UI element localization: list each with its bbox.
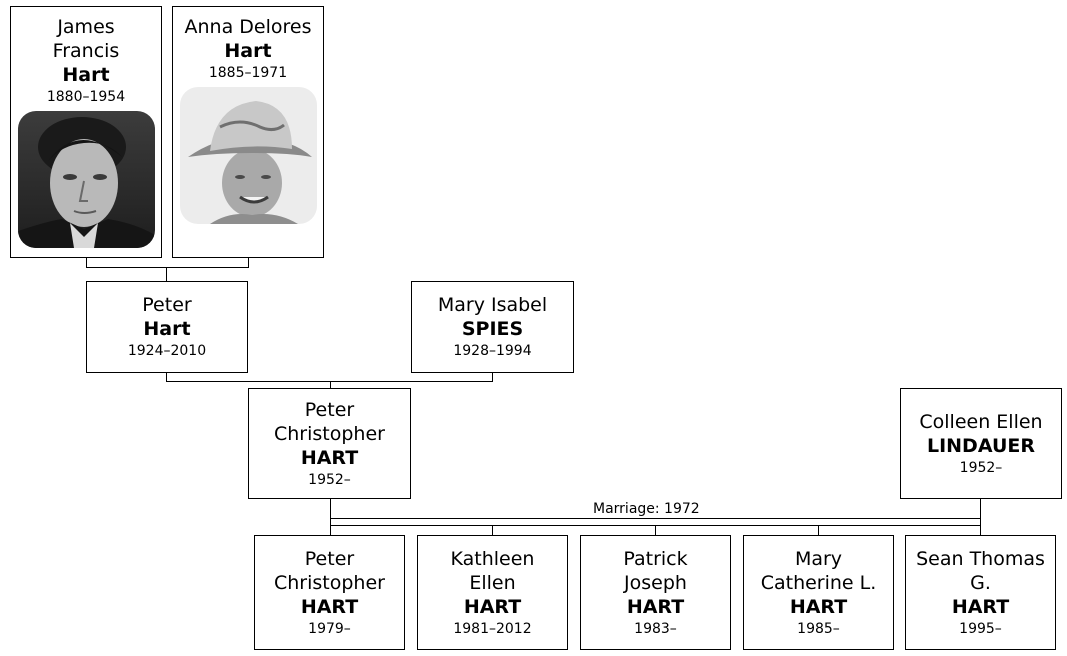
connector xyxy=(980,518,981,536)
given-name: Mary Catherine L. xyxy=(760,547,877,594)
surname: LINDAUER xyxy=(926,434,1035,457)
surname: SPIES xyxy=(461,318,524,340)
life-dates: 1985– xyxy=(797,620,840,637)
marriage-line xyxy=(330,518,981,519)
connector xyxy=(655,525,656,536)
life-dates: 1924–2010 xyxy=(127,343,207,359)
person-box-anna-delores-hart: Anna Delores Hart 1885–1971 xyxy=(172,6,324,258)
portrait-woman-hat-icon xyxy=(179,87,317,224)
connector xyxy=(86,267,249,268)
connector xyxy=(166,381,493,382)
surname: HART xyxy=(951,595,1010,618)
person-box-child-peter-christopher: Peter Christopher HART 1979– xyxy=(254,535,405,650)
person-box-mary-isabel-spies: Mary Isabel SPIES 1928–1994 xyxy=(411,281,574,373)
connector xyxy=(980,499,981,518)
connector xyxy=(330,518,331,536)
surname: HART xyxy=(300,446,359,469)
life-dates: 1885–1971 xyxy=(208,65,288,81)
life-dates: 1995– xyxy=(959,620,1002,637)
connector xyxy=(492,373,493,381)
connector xyxy=(818,525,819,536)
person-box-child-sean-thomas: Sean Thomas G. HART 1995– xyxy=(905,535,1056,650)
given-name: Peter xyxy=(142,294,192,316)
connector xyxy=(86,258,87,267)
given-name: Kathleen Ellen xyxy=(450,547,535,594)
given-name: Mary Isabel xyxy=(437,294,548,316)
given-name: James Francis xyxy=(52,16,120,62)
surname: HART xyxy=(300,595,359,618)
person-box-peter-christopher-hart: Peter Christopher HART 1952– xyxy=(248,388,411,499)
person-box-james-francis-hart: James Francis Hart 1880–1954 xyxy=(10,6,162,258)
life-dates: 1981–2012 xyxy=(453,620,532,637)
surname: Hart xyxy=(62,64,110,86)
connector xyxy=(330,381,331,389)
surname: Hart xyxy=(224,40,272,62)
connector xyxy=(492,525,493,536)
surname: HART xyxy=(626,595,685,618)
life-dates: 1952– xyxy=(308,471,351,488)
given-name: Patrick Joseph xyxy=(623,547,688,594)
life-dates: 1952– xyxy=(959,459,1003,476)
person-box-colleen-ellen-lindauer: Colleen Ellen LINDAUER 1952– xyxy=(900,388,1062,499)
life-dates: 1979– xyxy=(308,620,351,637)
given-name: Anna Delores xyxy=(184,16,312,38)
person-box-child-kathleen-ellen: Kathleen Ellen HART 1981–2012 xyxy=(417,535,568,650)
person-box-child-mary-catherine: Mary Catherine L. HART 1985– xyxy=(743,535,894,650)
given-name: Peter Christopher xyxy=(274,398,385,445)
given-name: Sean Thomas G. xyxy=(916,547,1045,594)
surname: HART xyxy=(789,595,848,618)
portrait-man-icon xyxy=(17,111,155,248)
given-name: Peter Christopher xyxy=(274,547,385,594)
surname: HART xyxy=(463,595,522,618)
life-dates: 1983– xyxy=(634,620,677,637)
life-dates: 1880–1954 xyxy=(46,89,126,105)
connector xyxy=(248,258,249,267)
life-dates: 1928–1994 xyxy=(453,343,532,359)
connector xyxy=(166,373,167,381)
connector xyxy=(330,499,331,518)
given-name: Colleen Ellen xyxy=(919,410,1043,433)
person-box-child-patrick-joseph: Patrick Joseph HART 1983– xyxy=(580,535,731,650)
person-box-peter-hart: Peter Hart 1924–2010 xyxy=(86,281,248,373)
marriage-label: Marriage: 1972 xyxy=(592,501,701,517)
surname: Hart xyxy=(143,318,191,340)
connector xyxy=(166,267,167,282)
